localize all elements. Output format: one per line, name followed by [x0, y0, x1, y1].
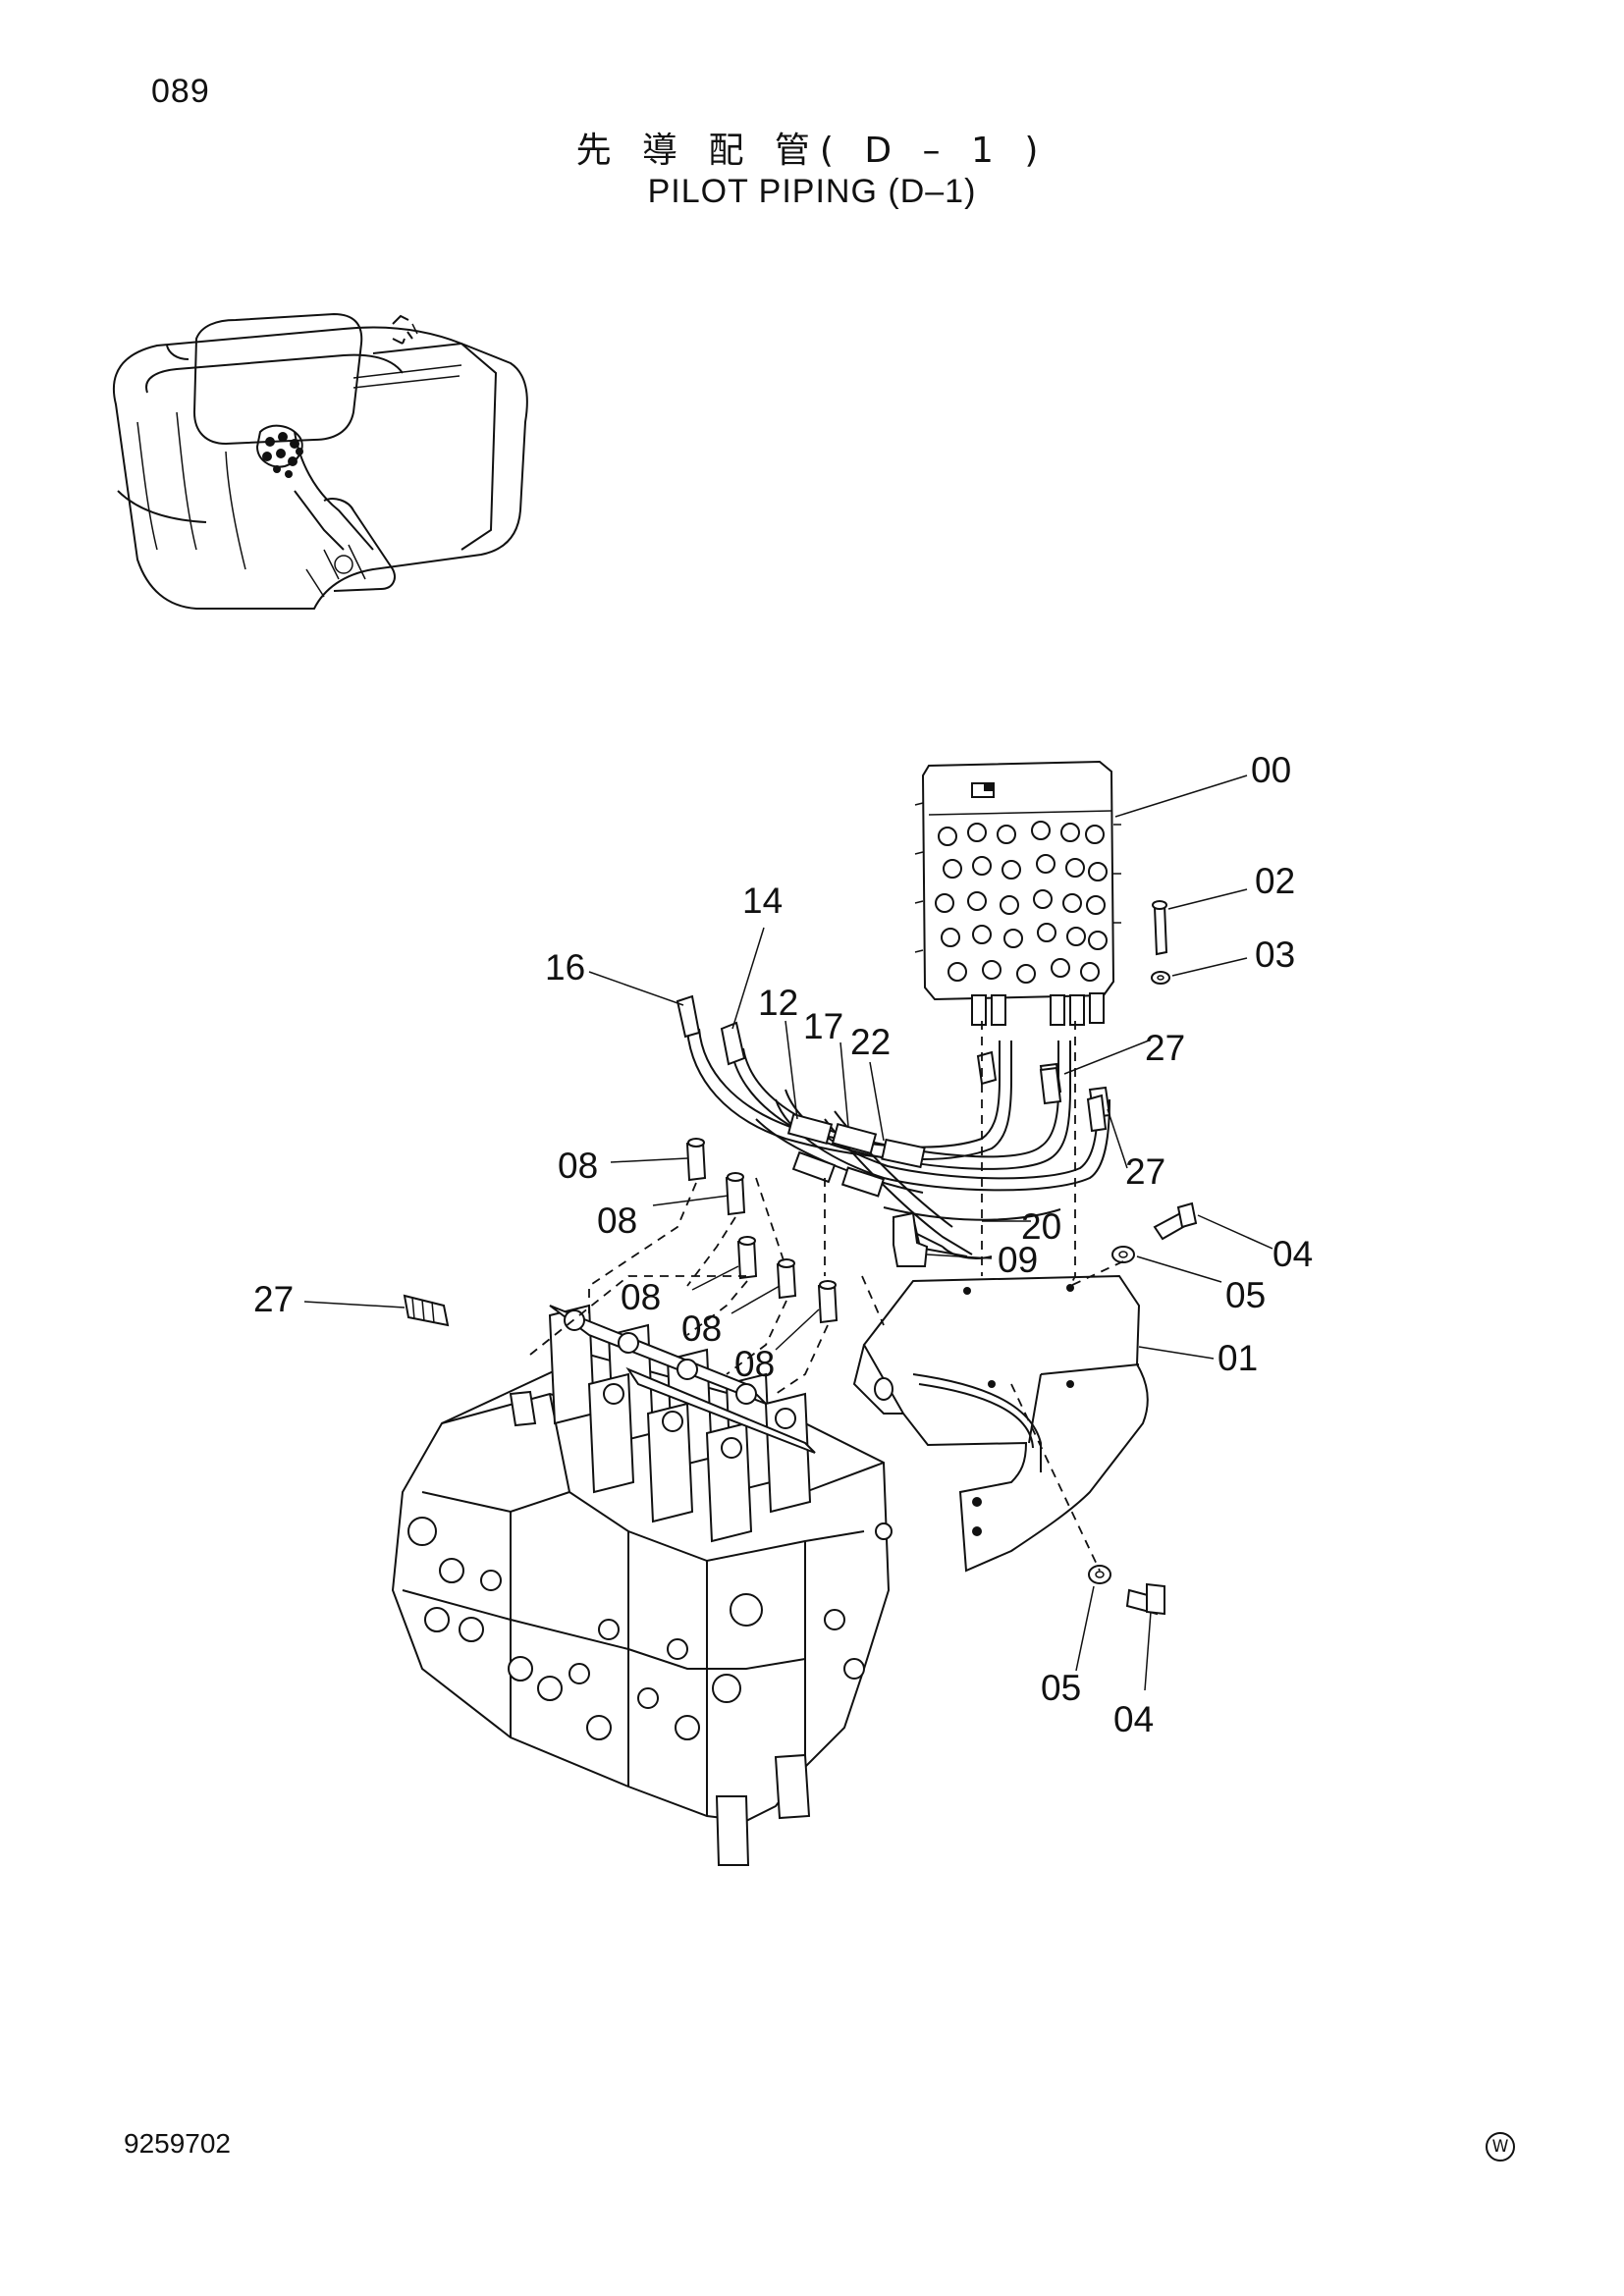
- leader-lines: [303, 774, 1273, 1691]
- publisher-mark: W: [1486, 2132, 1515, 2162]
- callout-03: 03: [1255, 934, 1295, 975]
- callout-02: 02: [1255, 861, 1295, 901]
- valve-side-ports: [407, 1517, 893, 1740]
- callout-17: 17: [803, 1006, 843, 1046]
- page-title: PILOT PIPING (D–1): [647, 173, 977, 210]
- bolt-04-upper: [1153, 1201, 1198, 1241]
- fitting-27-left: [403, 1294, 450, 1327]
- callout-08-e: 08: [734, 1344, 775, 1384]
- callout-27-middle: 27: [1125, 1151, 1165, 1192]
- callout-22: 22: [850, 1022, 891, 1062]
- bolt-02: [1152, 900, 1168, 956]
- callout-14: 14: [742, 881, 783, 921]
- document-number: 9259702: [124, 2128, 232, 2159]
- fitting-27-right: [1039, 1066, 1108, 1133]
- callout-01: 01: [1218, 1338, 1258, 1378]
- callout-08-a: 08: [558, 1146, 598, 1186]
- bolt-04-lower: [1125, 1582, 1165, 1616]
- callout-12: 12: [758, 983, 798, 1023]
- washer-05-lower: [1088, 1565, 1111, 1584]
- manifold-ports: [935, 821, 1108, 984]
- callout-05-lower: 05: [1041, 1668, 1081, 1708]
- callout-09: 09: [998, 1240, 1038, 1280]
- callout-04-upper: 04: [1272, 1234, 1313, 1274]
- washer-05-upper: [1111, 1246, 1135, 1263]
- elbow-fitting-09: [893, 1211, 929, 1267]
- callout-08-c: 08: [621, 1277, 661, 1317]
- callout-05-upper: 05: [1225, 1275, 1266, 1315]
- pilot-valve-block: [914, 760, 1121, 1026]
- callout-labels: 00 02 03 14 16 12 17 22 27 27 27 08 08 0…: [253, 750, 1313, 1739]
- callout-04-lower: 04: [1113, 1699, 1154, 1739]
- main-control-valve: [391, 1304, 893, 1866]
- callout-08-d: 08: [681, 1308, 722, 1349]
- callout-27-upper: 27: [1145, 1028, 1185, 1068]
- adapter-08-set: [685, 1138, 839, 1324]
- callout-27-left: 27: [253, 1279, 294, 1319]
- machine-locator-view: [112, 312, 528, 610]
- assembly-lines: [529, 1021, 1124, 1572]
- callout-16: 16: [545, 947, 585, 988]
- callout-00: 00: [1251, 750, 1291, 790]
- callout-08-b: 08: [597, 1201, 637, 1241]
- page-title-japanese: 先 導 配 管( D – 1 ): [575, 131, 1049, 171]
- washer-03: [1151, 971, 1170, 985]
- control-valve-highlight: [262, 432, 303, 478]
- page-number: 089: [151, 73, 210, 110]
- callout-20: 20: [1021, 1206, 1061, 1247]
- bracket-01: [852, 1274, 1149, 1573]
- manifold-bottom-fittings: [971, 992, 1105, 1026]
